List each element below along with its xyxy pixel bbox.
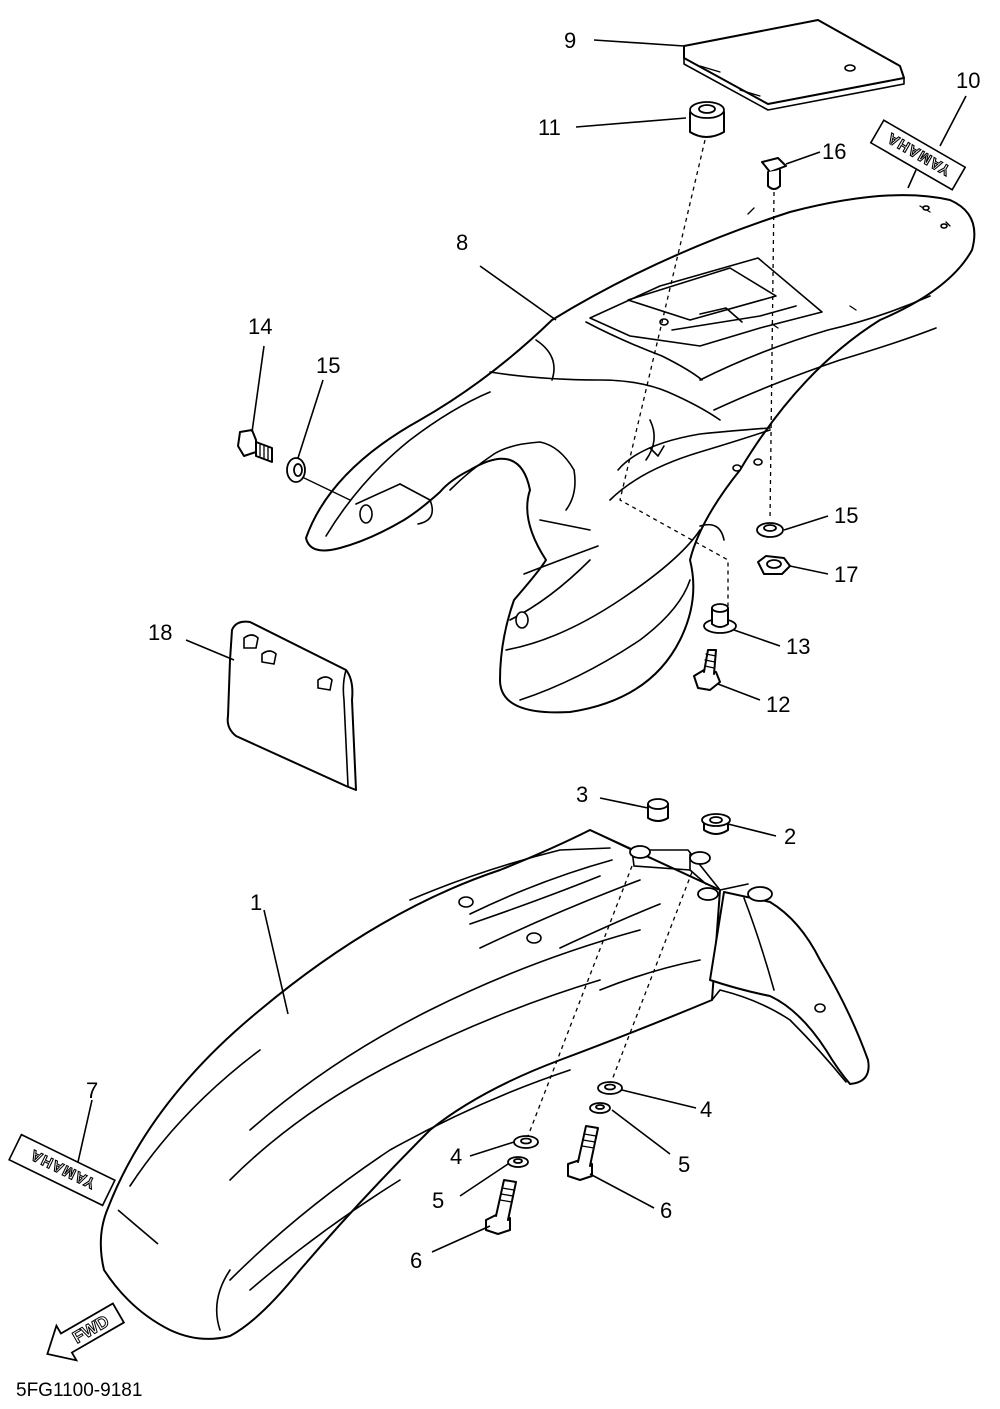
assembly-line-right [611,871,693,1081]
part-6-bolt-left [485,1179,517,1235]
callout-1: 1 [250,890,262,915]
part-8-rear-fender [305,194,976,714]
part-6-bolt-right [567,1125,599,1181]
part-11-grommet [689,101,725,138]
part-14-bolt [237,429,273,463]
callout-15-left: 15 [316,353,340,378]
callout-15-right: 15 [834,503,858,528]
callout-6-left: 6 [410,1248,422,1273]
callout-16: 16 [822,139,846,164]
callout-7: 7 [86,1078,98,1103]
callout-10: 10 [956,68,980,93]
assembly-line-11 [619,139,729,606]
part-16-clip [761,157,787,190]
diagram-code: 5FG1100-9181 [16,1380,142,1401]
part-17-nut [757,555,791,575]
part-7-decal-front: YAMAHA [8,1133,116,1207]
fwd-arrow-icon: FWD [46,1302,126,1362]
callout-17: 17 [834,562,858,587]
callout-5-left: 5 [432,1188,444,1213]
part-5-spring-washer-right [589,1102,611,1114]
part-15-washer-right [756,522,784,538]
callout-6-right: 6 [660,1198,672,1223]
callout-3: 3 [576,782,588,807]
callout-5-right: 5 [678,1152,690,1177]
leader-lines [77,39,967,1253]
part-12-bolt [693,649,721,691]
part-3-collar [647,798,669,822]
part-2-grommet [701,813,731,835]
callout-8: 8 [456,230,468,255]
assembly-line-15 [299,475,351,501]
part-5-spring-washer-left [507,1156,529,1168]
part-10-decal-rear: YAMAHA [869,119,967,191]
callout-14: 14 [248,314,272,339]
part-18-plate [226,620,357,791]
callout-2: 2 [784,824,796,849]
callout-13: 13 [786,634,810,659]
callout-18: 18 [148,620,172,645]
part-1-front-fender [99,829,870,1340]
assembly-line-left [527,865,633,1137]
callout-11: 11 [538,115,561,140]
part-4-washer-left [513,1135,539,1149]
part-13-collar [703,603,737,634]
callout-12: 12 [766,692,790,717]
part-15-washer-left [286,457,306,483]
callout-4-right: 4 [700,1097,712,1122]
part-4-washer-right [597,1081,623,1095]
callout-4-left: 4 [450,1144,462,1169]
callout-9: 9 [564,28,576,53]
callout-labels: 9 11 10 16 8 14 15 15 17 13 12 18 3 2 1 … [86,28,980,1273]
assembly-line-16 [769,191,775,521]
part-9-cover-plate [683,19,905,111]
